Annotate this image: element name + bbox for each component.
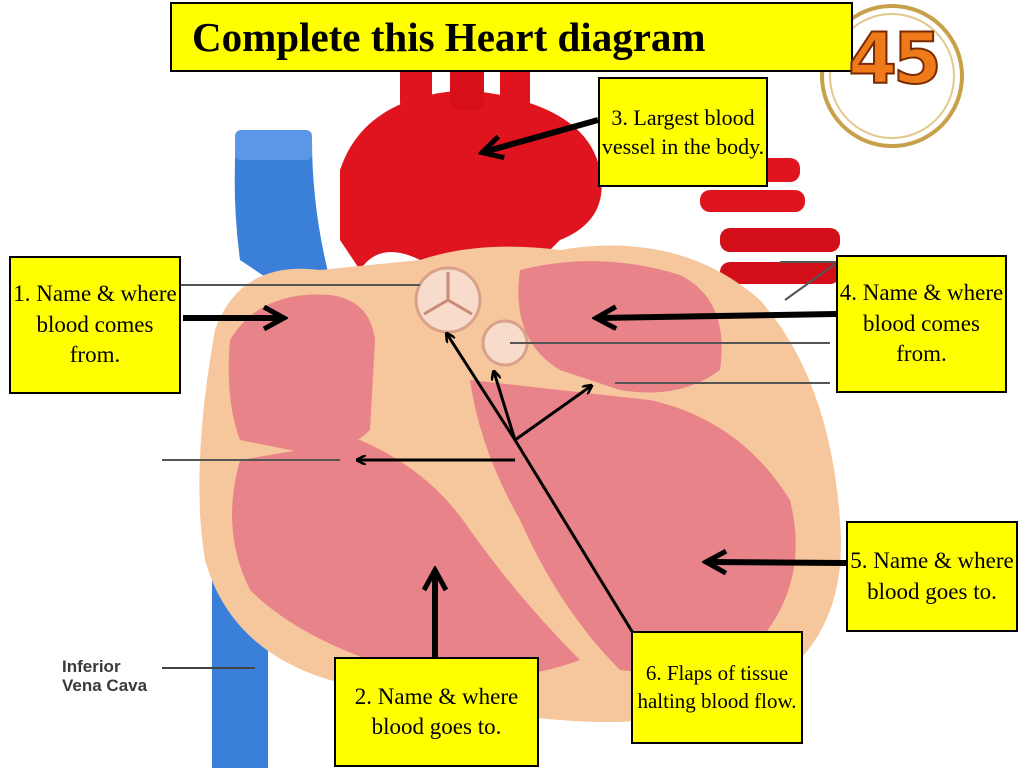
pulmonary-branch-3 — [720, 228, 840, 252]
arrow-6c — [514, 386, 591, 442]
label-box-4: 4. Name & where blood comes from. — [836, 255, 1007, 393]
label-box-5-text: 5. Name & where blood goes to. — [850, 548, 1014, 604]
label-box-6: 6. Flaps of tissue halting blood flow. — [631, 631, 803, 744]
right-ventricle — [232, 440, 580, 678]
arrow-3 — [484, 117, 599, 152]
page-title: Complete this Heart diagram — [170, 2, 853, 72]
label-box-3-text: 3. Largest blood vessel in the body. — [601, 104, 765, 159]
label-box-2: 2. Name & where blood goes to. — [334, 657, 539, 767]
label-box-1-text: 1. Name & where blood comes from. — [13, 281, 177, 368]
badge-inner — [829, 13, 955, 139]
number-badge-icon: 45 — [847, 17, 942, 101]
label-box-6-text: 6. Flaps of tissue halting blood flow. — [637, 660, 797, 713]
arrow-6a — [447, 334, 517, 441]
arrow-5 — [708, 562, 847, 563]
pulmonary-branch-2 — [700, 190, 805, 212]
left-atrium — [518, 261, 722, 393]
label-box-1: 1. Name & where blood comes from. — [9, 256, 181, 394]
badge-ring — [820, 4, 964, 148]
arrow-6-stem — [513, 439, 635, 634]
label-box-3: 3. Largest blood vessel in the body. — [598, 77, 768, 187]
superior-vena-cava-top — [235, 130, 312, 160]
arrow-6b — [494, 372, 517, 441]
arrow-4 — [598, 314, 837, 318]
label-box-5: 5. Name & where blood goes to. — [846, 521, 1018, 632]
right-atrium — [228, 294, 375, 453]
label-box-2-text: 2. Name & where blood goes to. — [354, 683, 519, 739]
pulmonary-branch-4 — [720, 262, 840, 284]
inferior-vena-cava-label: Inferior Vena Cava — [62, 657, 148, 695]
superior-vena-cava — [234, 140, 330, 300]
left-ventricle — [470, 380, 796, 672]
label-box-4-text: 4. Name & where blood comes from. — [839, 280, 1004, 367]
aorta-branch-1 — [400, 60, 432, 110]
label-line-6 — [784, 261, 839, 301]
aortic-valve-cusps — [423, 272, 473, 316]
aorta-branch-3 — [500, 65, 530, 110]
